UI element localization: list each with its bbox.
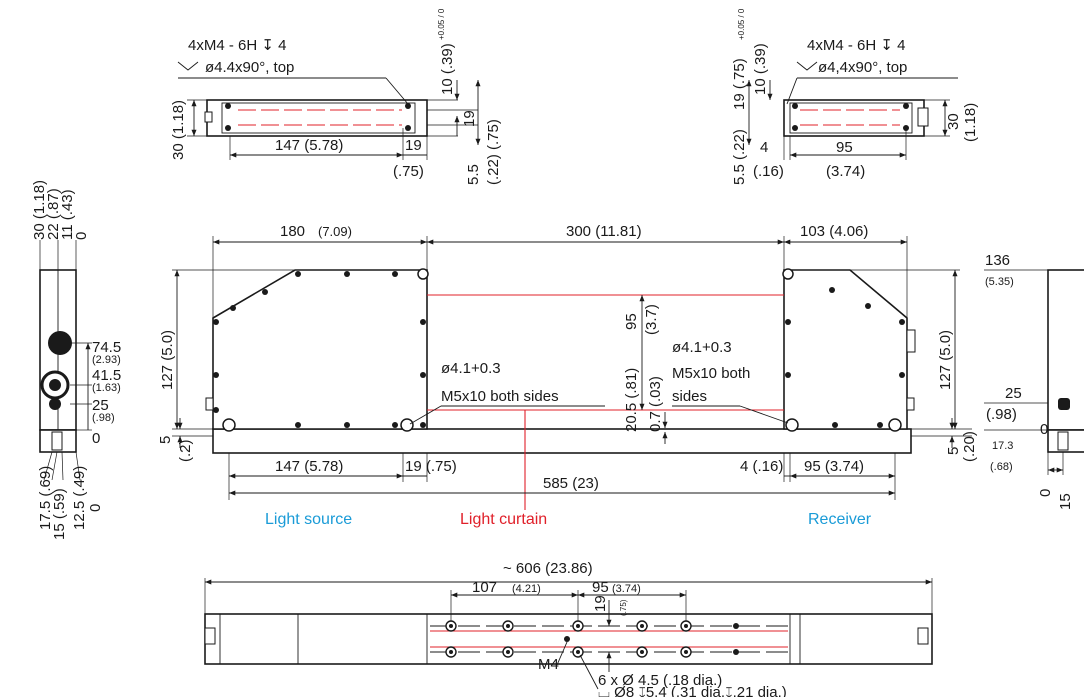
- right-side-view: 136 (5.35) 25 (.98) 0 17.3 (.68) 0 15: [984, 252, 1084, 510]
- hole-note-2: ⌴ Ø8 ↧5.4 (.31 dia.↧.21 dia.): [598, 684, 787, 697]
- dim-4-bottom: 4 (.16): [740, 458, 783, 475]
- dim-19-right: 19 (.75): [731, 58, 748, 110]
- level-74-5: 74.5: [92, 339, 121, 356]
- dim-95-bottom-view-in: (3.74): [612, 583, 641, 595]
- base-rail: [212, 428, 912, 454]
- level-0: 0: [92, 430, 100, 447]
- connector-icon: [48, 331, 72, 355]
- dim-30-in-right: (1.18): [962, 103, 979, 142]
- side-dim-0: 0: [73, 232, 90, 240]
- dim-55-in: (.22) (.75): [485, 119, 502, 185]
- level-41-5-in: (1.63): [92, 382, 121, 394]
- top-left-view: 4xM4 - 6H ↧ 4 ø4.4x90°, top 30 (1.18) 14…: [170, 8, 502, 185]
- dim-95-right: 95: [836, 139, 853, 156]
- dim-19-bottom-view-in: (.75): [619, 599, 628, 616]
- dim-25-right-side: 25: [1005, 385, 1022, 402]
- side-dim-11: 11 (.43): [59, 189, 76, 240]
- dim-107: 107: [472, 579, 497, 596]
- side-bottom-15: 15 (.59): [51, 488, 68, 540]
- dim-19-bottom: 19 (.75): [405, 458, 457, 475]
- thread-note-right: 4xM4 - 6H ↧ 4: [807, 37, 905, 54]
- dim-19-bottom-view: 19: [592, 595, 609, 612]
- dim-127-left: 127 (5.0): [159, 330, 176, 390]
- receiver-housing: [783, 269, 908, 430]
- side-bottom-12-5: 12.5 (.49): [71, 466, 88, 530]
- countersink-note: ø4.4x90°, top: [205, 59, 294, 76]
- dim-180: 180: [280, 223, 305, 240]
- top-right-housing: [783, 99, 925, 137]
- side-dim-22: 22 (.87): [45, 188, 62, 240]
- thread-note: 4xM4 - 6H ↧ 4: [188, 37, 286, 54]
- level-25-in: (.98): [92, 412, 115, 424]
- dim-height: 30 (1.18): [170, 100, 187, 160]
- dim-19-in: (.75): [393, 163, 424, 180]
- level-74-5-in: (2.93): [92, 354, 121, 366]
- dim-107-in: (4.21): [512, 583, 541, 595]
- dim-19: 19: [405, 137, 422, 154]
- dim-20-5: 20.5 (.81): [623, 368, 640, 432]
- side-dim-30: 30 (1.18): [31, 180, 48, 240]
- countersink-note-right: ø4,4x90°, top: [818, 59, 907, 76]
- dim-4-in-right: (.16): [753, 163, 784, 180]
- dim-4-right: 4: [760, 139, 768, 156]
- dim-55-right: 5.5 (.22): [731, 129, 748, 185]
- dim-17-3-in: (.68): [990, 461, 1013, 473]
- dim-0-right-side: 0: [1040, 421, 1048, 438]
- hole-note-right-2: M5x10 both: [672, 365, 750, 382]
- dim-19-vert: 19: [461, 110, 478, 127]
- dim-5-left-in: (.2): [177, 439, 194, 462]
- side-bottom-0: 0: [87, 504, 104, 512]
- dim-95-vert: 95: [623, 313, 640, 330]
- bottom-view: ~ 606 (23.86) 107 (4.21) 95 (3.74) 19 (.…: [204, 560, 933, 697]
- dim-180-in: (7.09): [318, 224, 352, 239]
- dim-585: 585 (23): [543, 475, 599, 492]
- dim-136-in: (5.35): [985, 276, 1014, 288]
- top-left-housing: [206, 99, 428, 137]
- hole-note-left-1: ø4.1+0.3: [441, 360, 501, 377]
- right-side-bottom-0: 0: [1037, 489, 1054, 497]
- dim-length: 147 (5.78): [275, 137, 343, 154]
- label-m4: M4: [538, 656, 559, 673]
- level-25: 25: [92, 397, 109, 414]
- hole-note-left-2: M5x10 both sides: [441, 388, 559, 405]
- tol: +0.05 / 0: [437, 8, 446, 40]
- hole-note-right-1: ø4.1+0.3: [672, 339, 732, 356]
- dim-55: 5.5: [465, 164, 482, 185]
- label-light-source: Light source: [265, 511, 352, 528]
- light-source-housing: [212, 269, 428, 430]
- label-light-curtain: Light curtain: [460, 511, 547, 528]
- dim-17-3: 17.3: [992, 440, 1013, 452]
- side-bottom-17-5: 17.5 (.69): [37, 466, 54, 530]
- tol-right: +0.05 / 0: [737, 8, 746, 40]
- top-right-view: 4xM4 - 6H ↧ 4 ø4,4x90°, top 19 (.75) 10 …: [731, 8, 979, 185]
- right-side-bottom-15: 15: [1057, 493, 1074, 510]
- dim-5-right-in: (.20): [961, 431, 978, 462]
- dim-0-7: 0.7 (.03): [647, 376, 664, 432]
- dim-5-right: 5: [945, 447, 962, 455]
- dim-95-bottom-view: 95: [592, 579, 609, 596]
- dim-25-in-right-side: (.98): [986, 406, 1017, 423]
- dim-127-right: 127 (5.0): [937, 330, 954, 390]
- dim-147: 147 (5.78): [275, 458, 343, 475]
- front-view: 180 (7.09) 300 (11.81) 103 (4.06) 127 (5…: [157, 223, 978, 528]
- dim-10-right: 10 (.39): [752, 43, 769, 95]
- hole-note-1: 6 x Ø 4.5 (.18 dia.): [598, 672, 722, 689]
- level-41-5: 41.5: [92, 367, 121, 384]
- dim-300: 300 (11.81): [566, 223, 642, 240]
- dim-5-left: 5: [157, 436, 174, 444]
- dim-95-in-right: (3.74): [826, 163, 865, 180]
- dim-10: 10 (.39): [439, 43, 456, 95]
- dim-95-vert-in: (3.7): [643, 304, 660, 335]
- dim-103: 103 (4.06): [800, 223, 868, 240]
- label-receiver: Receiver: [808, 511, 872, 528]
- dim-136: 136: [985, 252, 1010, 269]
- hole-note-right-3: sides: [672, 388, 707, 405]
- dim-606: ~ 606 (23.86): [503, 560, 593, 577]
- left-side-view: 30 (1.18) 22 (.87) 11 (.43) 0 74.5 (2.93…: [31, 180, 121, 540]
- dim-30-right: 30: [945, 113, 962, 130]
- dim-95-bottom: 95 (3.74): [804, 458, 864, 475]
